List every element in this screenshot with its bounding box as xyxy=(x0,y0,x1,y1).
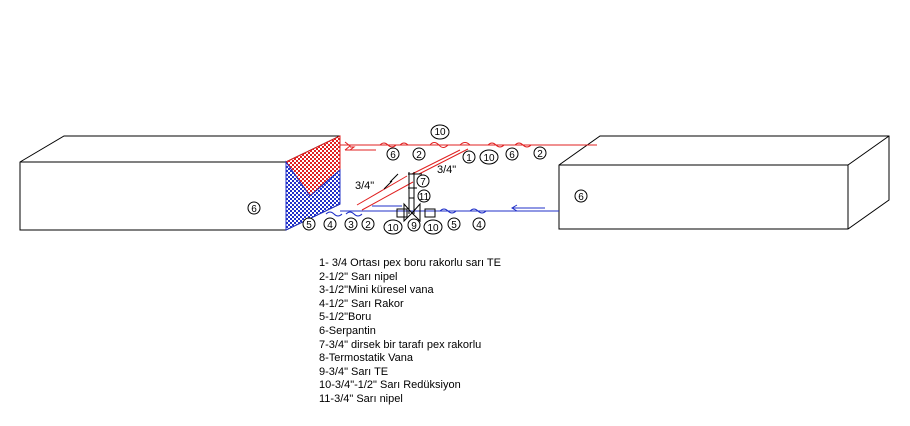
legend-item: 9-3/4" Sarı TE xyxy=(319,365,389,378)
size-label-right: 3/4" xyxy=(437,164,456,176)
callout-upper-6b: 6 xyxy=(505,147,519,161)
legend-item: 10-3/4"-1/2" Sarı Redüksiyon xyxy=(319,379,461,392)
callout-lower-4: 4 xyxy=(323,217,337,231)
svg-text:6: 6 xyxy=(251,204,257,215)
return-piping xyxy=(325,204,559,217)
legend-item: 2-1/2" Sarı nipel xyxy=(319,270,398,283)
parts-legend: 1- 3/4 Ortası pex boru rakorlu sarı TE 2… xyxy=(319,257,501,407)
callout-lower-2: 2 xyxy=(361,217,375,231)
callout-lower-9: 9 xyxy=(407,218,421,232)
svg-text:2: 2 xyxy=(537,149,543,160)
callout-upper-2: 2 xyxy=(412,147,426,161)
svg-text:2: 2 xyxy=(365,220,371,231)
callout-top-10: 10 xyxy=(430,124,450,140)
legend-item: 4-1/2" Sarı Rakor xyxy=(319,297,404,310)
legend-item: 8-Termostatik Vana xyxy=(319,352,413,365)
svg-text:6: 6 xyxy=(509,150,515,161)
callout-right-radiator-6: 6 xyxy=(574,189,588,203)
callout-lower-5b: 5 xyxy=(447,217,461,231)
legend-item: 6-Serpantin xyxy=(319,324,376,337)
svg-text:1: 1 xyxy=(466,153,472,164)
callout-lower-4b: 4 xyxy=(472,217,486,231)
callout-upper-10: 10 xyxy=(479,149,499,165)
callout-upper-6: 6 xyxy=(386,147,400,161)
svg-text:9: 9 xyxy=(411,221,417,232)
callout-lower-10: 10 xyxy=(383,219,403,235)
legend-item: 3-1/2"Mini küresel vana xyxy=(319,284,434,297)
callout-valve-7: 7 xyxy=(416,174,430,188)
callout-lower-3: 3 xyxy=(344,217,358,231)
callout-lower-5: 5 xyxy=(302,217,316,231)
svg-text:3: 3 xyxy=(348,220,354,231)
svg-text:10: 10 xyxy=(427,223,439,234)
callout-upper-2b: 2 xyxy=(533,146,547,160)
svg-text:7: 7 xyxy=(420,177,426,188)
left-radiator-return-face xyxy=(285,160,341,231)
supply-piping xyxy=(340,141,597,211)
legend-item: 11-3/4" Sarı nipel xyxy=(319,392,403,405)
svg-text:5: 5 xyxy=(451,220,457,231)
right-radiator xyxy=(558,135,890,230)
callout-left-radiator-6: 6 xyxy=(247,201,261,215)
svg-text:4: 4 xyxy=(476,220,482,231)
legend-item: 7-3/4" dirsek bir tarafı pex rakorlu xyxy=(319,338,482,351)
svg-text:6: 6 xyxy=(578,192,584,203)
callouts: 10 6 2 1 10 6 2 7 11 5 4 3 2 10 9 10 5 4… xyxy=(247,124,588,235)
svg-text:10: 10 xyxy=(483,153,495,164)
callout-upper-1: 1 xyxy=(462,150,476,164)
svg-text:10: 10 xyxy=(434,127,446,138)
callout-lower-10b: 10 xyxy=(423,219,443,235)
svg-text:6: 6 xyxy=(390,150,396,161)
svg-text:5: 5 xyxy=(306,220,312,231)
valve-assembly xyxy=(383,172,436,223)
svg-text:11: 11 xyxy=(419,192,430,203)
size-label-left: 3/4" xyxy=(355,180,374,192)
svg-text:2: 2 xyxy=(416,150,422,161)
callout-valve-11: 11 xyxy=(417,189,431,203)
svg-text:10: 10 xyxy=(387,223,399,234)
legend-item: 1- 3/4 Ortası pex boru rakorlu sarı TE xyxy=(319,257,501,269)
svg-text:4: 4 xyxy=(327,220,333,231)
legend-item: 5-1/2"Boru xyxy=(319,311,372,324)
